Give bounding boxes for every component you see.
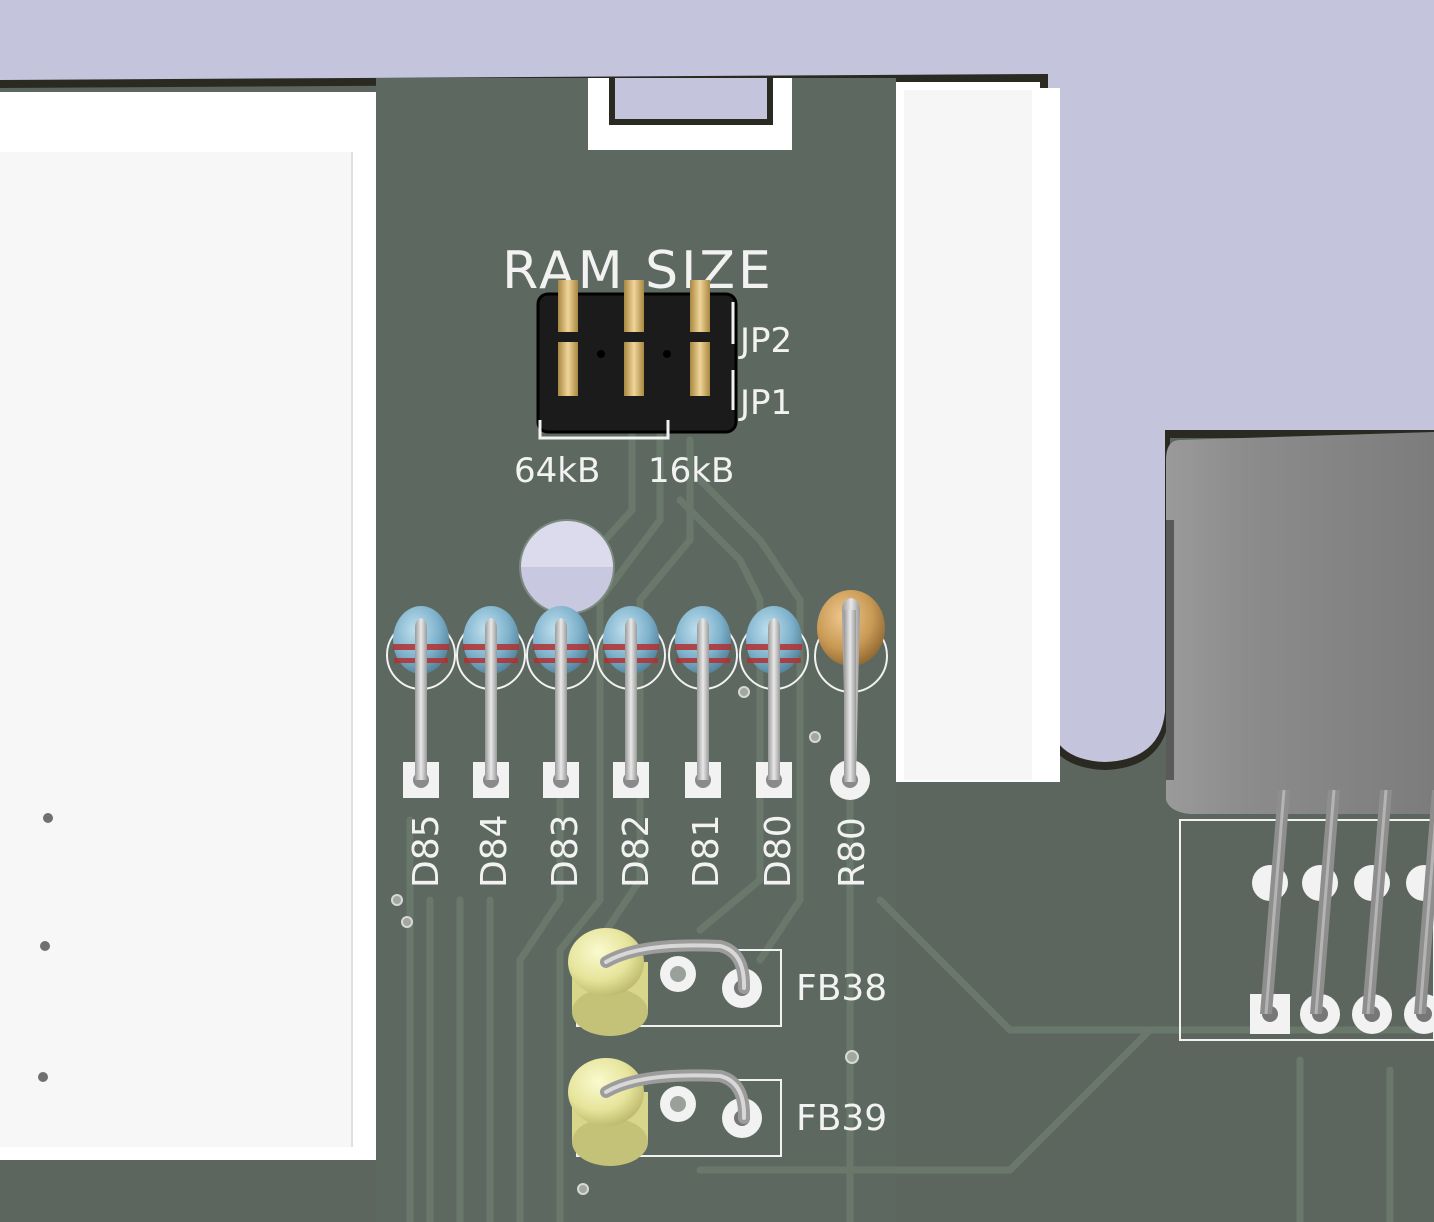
- diode-d82: [596, 606, 666, 798]
- jp2-label: JP2: [738, 321, 792, 361]
- connector-pin: [1300, 789, 1340, 1034]
- diode-d81: [668, 606, 738, 798]
- label-r80: R80: [832, 817, 873, 888]
- label-d84: D84: [474, 814, 515, 888]
- label-d83: D83: [545, 814, 586, 888]
- diode-d84: [456, 606, 526, 798]
- label-d81: D81: [686, 814, 727, 888]
- ferrite-fb39: FB39: [568, 1058, 887, 1166]
- label-fb38: FB38: [796, 968, 887, 1009]
- option-16kb-label: 16kB: [648, 451, 734, 491]
- jp1-label: JP1: [738, 383, 792, 423]
- connector-pin: [1404, 790, 1434, 1034]
- ferrite-fb38: FB38: [568, 928, 887, 1036]
- diode-d80: [739, 606, 809, 798]
- option-64kb-label: 64kB: [514, 451, 600, 491]
- connector-pin: [1250, 789, 1290, 1034]
- label-fb39: FB39: [796, 1098, 887, 1139]
- diode-d83: [526, 606, 596, 798]
- jumper-header[interactable]: [536, 280, 738, 434]
- label-d85: D85: [406, 814, 447, 888]
- label-d80: D80: [758, 814, 799, 888]
- connector-pin: [1352, 789, 1392, 1034]
- label-d82: D82: [616, 814, 657, 888]
- pin-header-connector[interactable]: [1166, 432, 1434, 1041]
- resistor-r80: [814, 590, 888, 800]
- diode-d85: [386, 606, 456, 798]
